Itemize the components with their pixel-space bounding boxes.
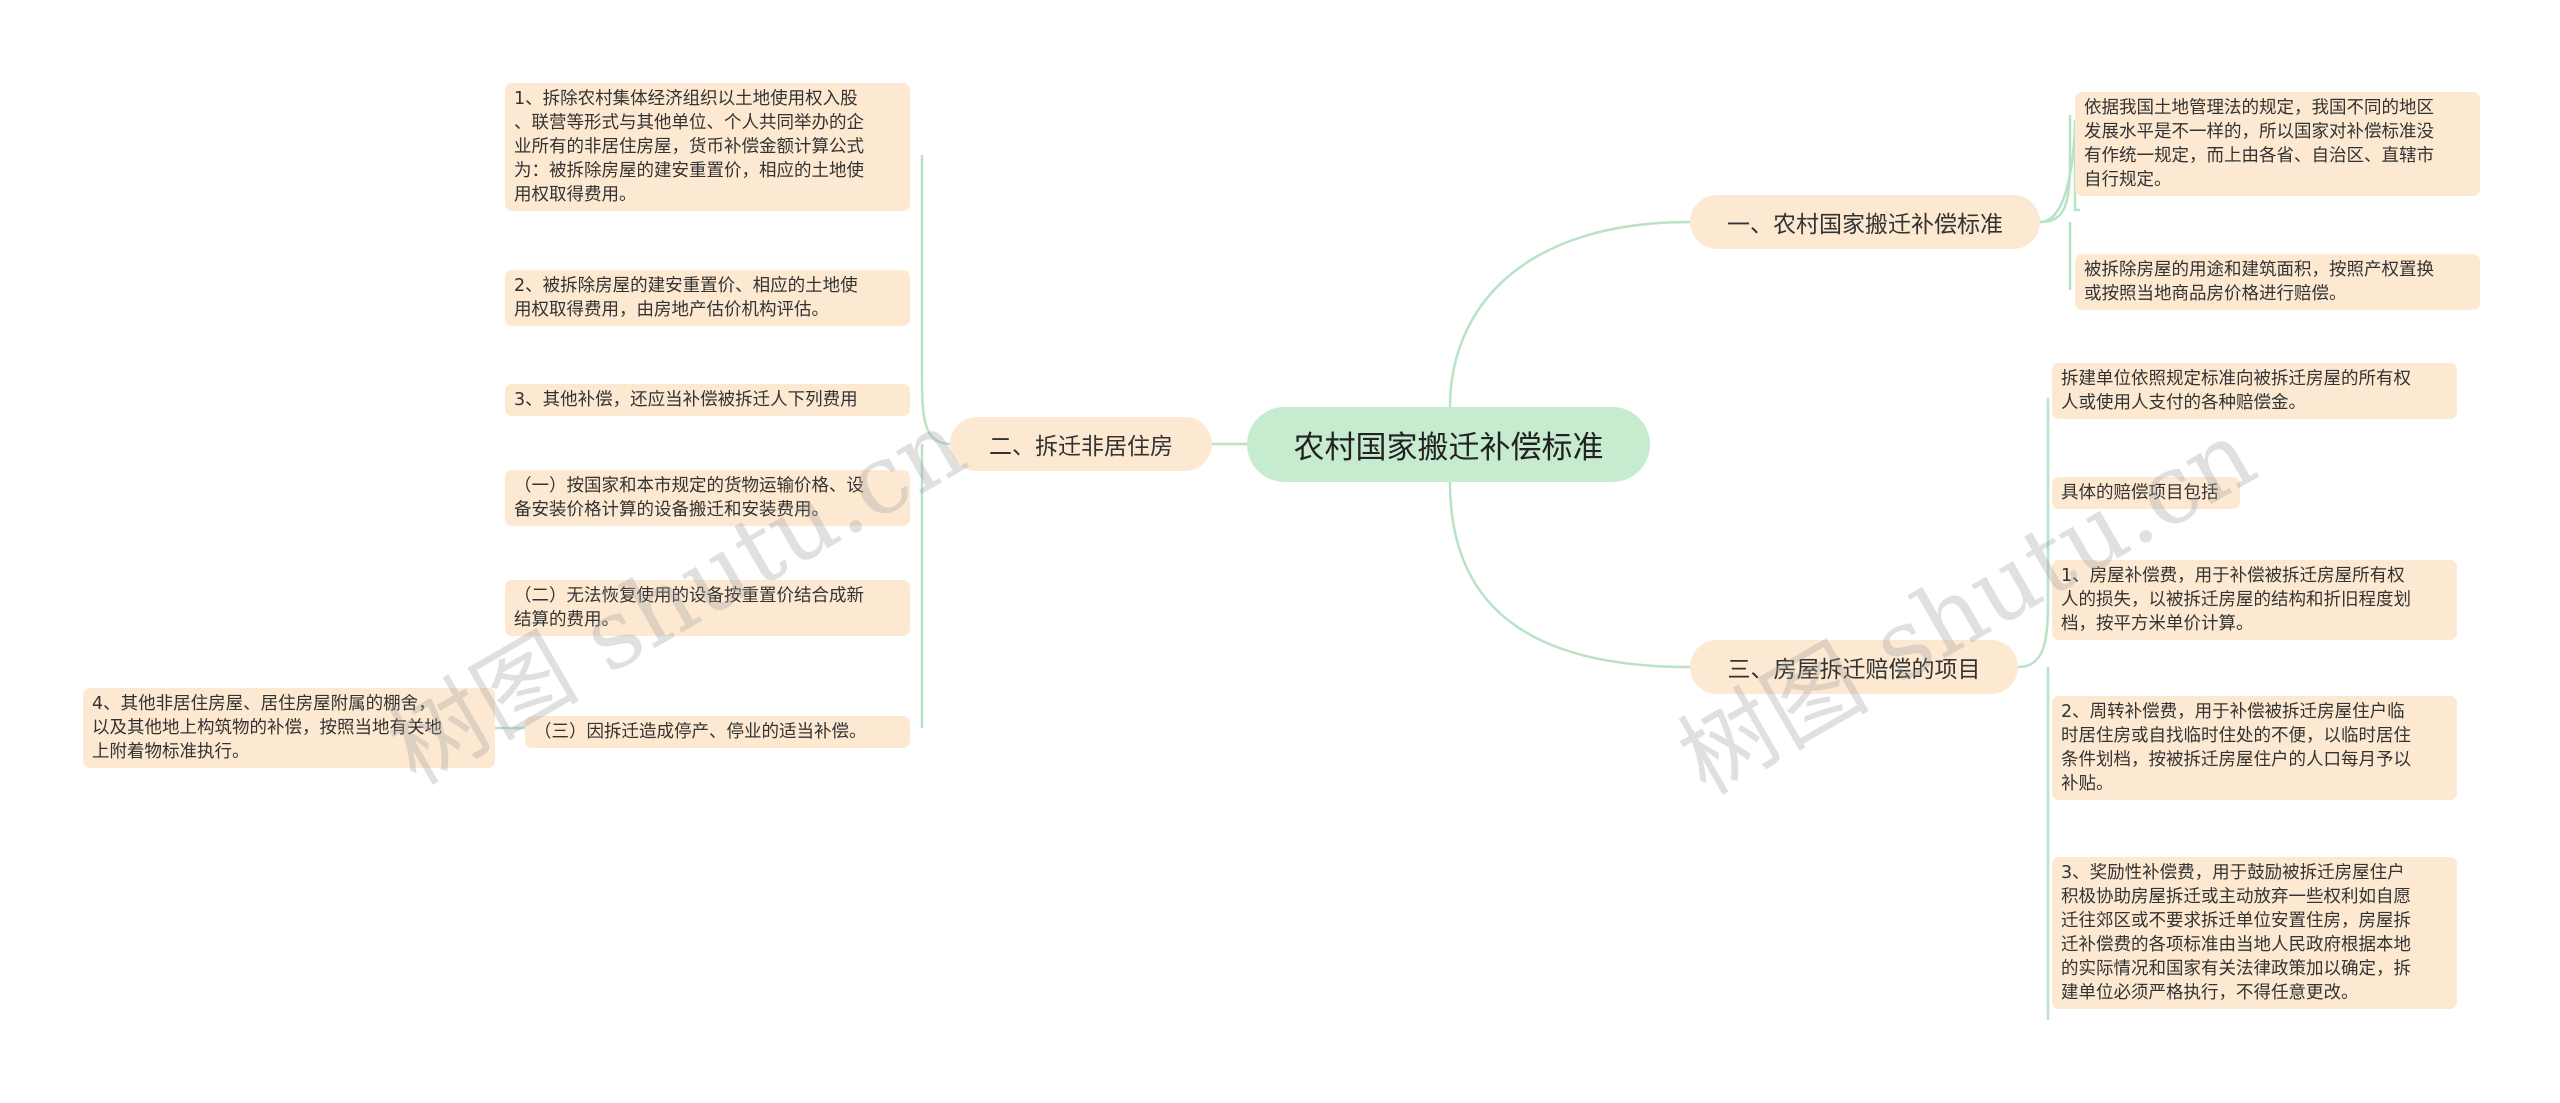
leaf-property-exchange[interactable]: 被拆除房屋的用途和建筑面积，按照产权置换 或按照当地商品房价格进行赔偿。 — [2075, 254, 2480, 310]
link-root-b3 — [1448, 481, 1691, 669]
leaf-appraisal[interactable]: 2、被拆除房屋的建安重置价、相应的土地使 用权取得费用，由房地产估价机构评估。 — [505, 270, 910, 326]
leaf-equipment-replacement[interactable]: （二）无法恢复使用的设备按重置价结合成新 结算的费用。 — [505, 580, 910, 636]
branch-non-residential-demolition[interactable]: 二、拆迁非居住房 — [950, 417, 1212, 471]
branch-compensation-standard[interactable]: 一、农村国家搬迁补偿标准 — [1690, 195, 2040, 249]
leaf-regional-standard[interactable]: 依据我国土地管理法的规定，我国不同的地区 发展水平是不一样的，所以国家对补偿标准… — [2075, 92, 2480, 196]
link-b1-r1 — [2039, 119, 2080, 224]
link-b3-leaves — [2017, 398, 2050, 669]
leaf-suspension-compensation[interactable]: （三）因拆迁造成停产、停业的适当补偿。 — [525, 716, 910, 748]
link-root-b1 — [1448, 220, 1691, 408]
leaf-equipment-relocation[interactable]: （一）按国家和本市规定的货物运输价格、设 备安装价格计算的设备搬迁和安装费用。 — [505, 470, 910, 526]
leaf-other-compensation[interactable]: 3、其他补偿，还应当补偿被拆迁人下列费用 — [505, 384, 910, 416]
leaf-auxiliary-structures[interactable]: 4、其他非居住房屋、居住房屋附属的棚舍， 以及其他地上构筑物的补偿，按照当地有关… — [83, 688, 495, 768]
leaf-items-include[interactable]: 具体的赔偿项目包括 — [2052, 477, 2240, 509]
link-b2-leaves — [920, 155, 951, 446]
leaf-turnover-compensation[interactable]: 2、周转补偿费，用于补偿被拆迁房屋住户临 时居住房或自找临时住处的不便，以临时居… — [2052, 696, 2457, 800]
leaf-compensation-payment[interactable]: 拆建单位依照规定标准向被拆迁房屋的所有权 人或使用人支付的各种赔偿金。 — [2052, 363, 2457, 419]
leaf-house-compensation[interactable]: 1、房屋补偿费，用于补偿被拆迁房屋所有权 人的损失，以被拆迁房屋的结构和折旧程度… — [2052, 560, 2457, 640]
leaf-incentive-compensation[interactable]: 3、奖励性补偿费，用于鼓励被拆迁房屋住户 积极协助房屋拆迁或主动放弃一些权利如自… — [2052, 857, 2457, 1009]
root-node[interactable]: 农村国家搬迁补偿标准 — [1247, 407, 1650, 482]
leaf-collective-non-residential[interactable]: 1、拆除农村集体经济组织以土地使用权入股 、联营等形式与其他单位、个人共同举办的… — [505, 83, 910, 211]
branch-compensation-items[interactable]: 三、房屋拆迁赔偿的项目 — [1690, 640, 2018, 694]
